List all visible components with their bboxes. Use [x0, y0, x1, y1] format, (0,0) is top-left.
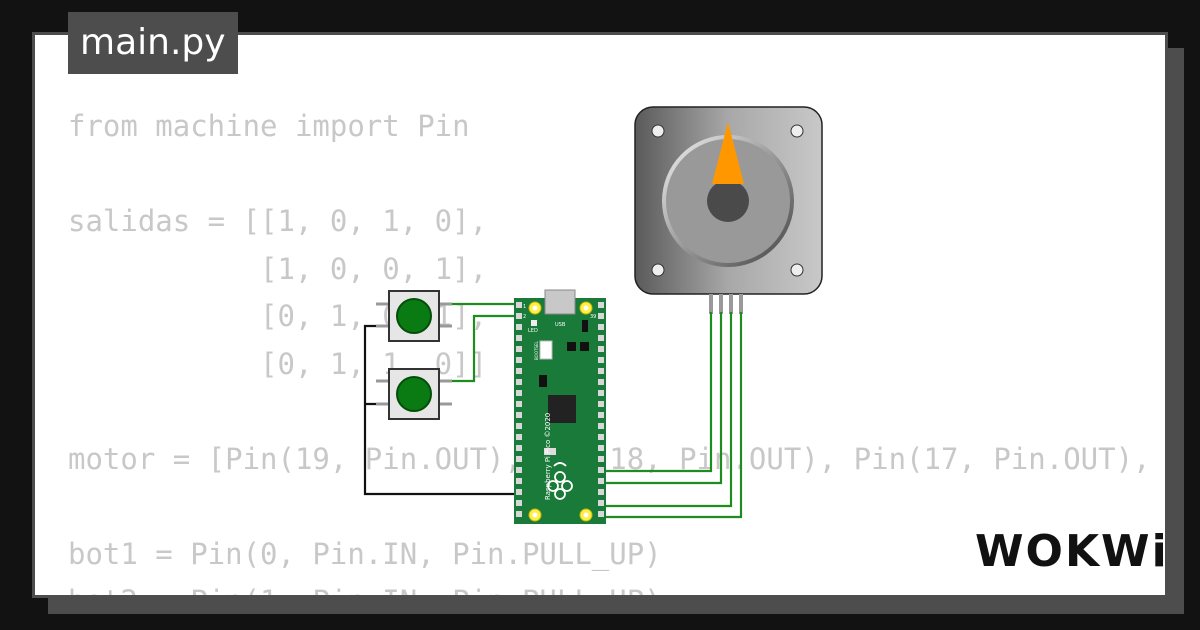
usb-connector [544, 289, 576, 315]
code-line: bot2 = Pin(1, Pin.IN, Pin.PULL_UP) [68, 578, 1165, 595]
code-line: bot1 = Pin(0, Pin.IN, Pin.PULL_UP) [68, 536, 662, 571]
bootsel-button [539, 340, 553, 360]
led-label: LED [528, 328, 538, 334]
led-component [531, 320, 537, 326]
left-pin-header [516, 302, 522, 517]
stepper-motor[interactable] [634, 106, 823, 314]
pin-label-39: 39 [590, 314, 596, 320]
code-line: [0, 1, 1, 0]] [68, 346, 488, 381]
pin-label-2: 2 [523, 314, 526, 320]
bootsel-label: BOOTSEL [534, 341, 539, 360]
code-line: salidas = [[1, 0, 1, 0], [68, 204, 488, 238]
motor-wires [604, 312, 743, 519]
rp2040-chip [548, 395, 576, 423]
usb-label: USB [555, 322, 566, 328]
wokwi-logo: WOKWi [975, 526, 1169, 577]
board-silkscreen: Raspberry Pi Pico ©2020 [544, 413, 552, 500]
push-button-1[interactable] [376, 290, 452, 342]
right-pin-header [598, 302, 604, 517]
raspberry-pi-pico-board[interactable]: USB LED 1 2 39 BOOTSEL Raspberry Pi Pico… [514, 289, 606, 524]
file-tab[interactable]: main.py [68, 12, 238, 74]
pin-label-1: 1 [523, 304, 526, 310]
raspberry-pi-logo-icon [547, 462, 573, 500]
motor-pointer-icon [712, 122, 744, 184]
code-line: [1, 0, 0, 1], [68, 251, 488, 286]
push-button-2[interactable] [376, 368, 452, 420]
code-line: from machine import Pin [68, 109, 470, 143]
